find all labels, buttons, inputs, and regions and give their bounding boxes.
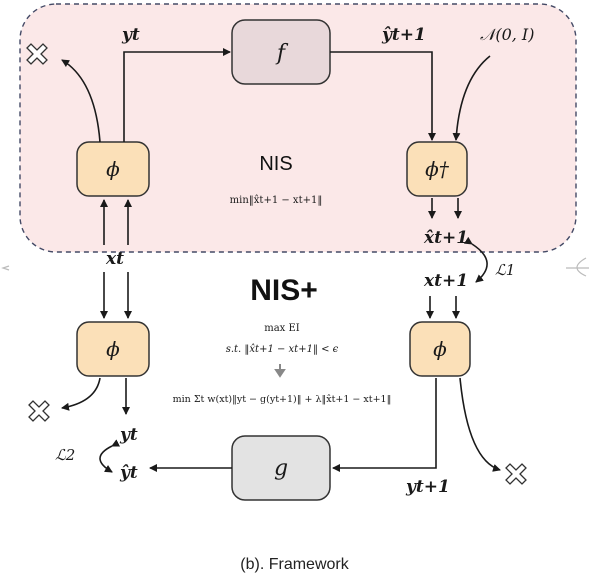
nis-plus-title: NIS+	[250, 274, 318, 307]
nisplus-objective-2: s.t. ‖x̂t+1 − xt+1‖ < ϵ	[226, 344, 339, 355]
arrow-f-to-phidagger	[330, 51, 436, 141]
phi-dagger-box	[406, 141, 468, 197]
left-edge-mark	[1, 265, 10, 271]
phi-dagger-label: ϕ†	[425, 157, 450, 181]
arrow-l1	[463, 236, 488, 283]
x-hat-t1: x̂t+1	[423, 228, 468, 248]
nisplus-objective-1: max EI	[264, 323, 300, 334]
y-t-top: yt	[121, 25, 140, 45]
x-t1: xt+1	[423, 271, 468, 291]
nisplus-objective-3: min Σt w(xt)‖yt − g(yt+1)‖ + λ‖x̂t+1 − x…	[173, 394, 392, 405]
nis-objective: min‖x̂t+1 − xt+1‖	[230, 195, 323, 206]
discard-icon	[26, 43, 48, 65]
g-label: g	[274, 456, 288, 481]
discard-icon	[505, 463, 527, 485]
nis-title: NIS	[259, 153, 292, 175]
arrow-noise-to-phidagger	[452, 55, 491, 141]
noise-label: 𝒩(0, I)	[480, 25, 534, 44]
loss-l2: ℒ2	[55, 446, 75, 464]
phi-top-label: ϕ	[106, 157, 120, 181]
phi-left-label: ϕ	[106, 337, 120, 361]
down-gray-arrow	[274, 364, 286, 378]
arrow-phi-to-discard	[61, 59, 101, 143]
arrow-phi-left-discard	[61, 377, 101, 411]
loss-l1: ℒ1	[495, 261, 515, 279]
right-edge-mark	[566, 257, 589, 277]
discard-icon	[28, 400, 50, 422]
arrow-phi-right-discard	[459, 377, 501, 472]
arrow-l2	[99, 439, 121, 473]
y-t-bottom: yt	[119, 425, 138, 445]
phi-encoder-right	[409, 321, 471, 377]
arrow-phi-to-f	[123, 48, 231, 142]
figure-caption: (b). Framework	[240, 556, 349, 573]
phi-encoder-left	[76, 321, 150, 377]
arrow-phi-right-to-g	[332, 378, 437, 472]
phi-encoder-top	[76, 141, 150, 197]
y-hat-t: ŷt	[119, 463, 138, 483]
phi-right-label: ϕ	[433, 337, 447, 361]
y-hat-t1: ŷt+1	[381, 25, 426, 45]
y-t1-bottom: yt+1	[405, 477, 450, 497]
x-t: xt	[105, 249, 124, 269]
